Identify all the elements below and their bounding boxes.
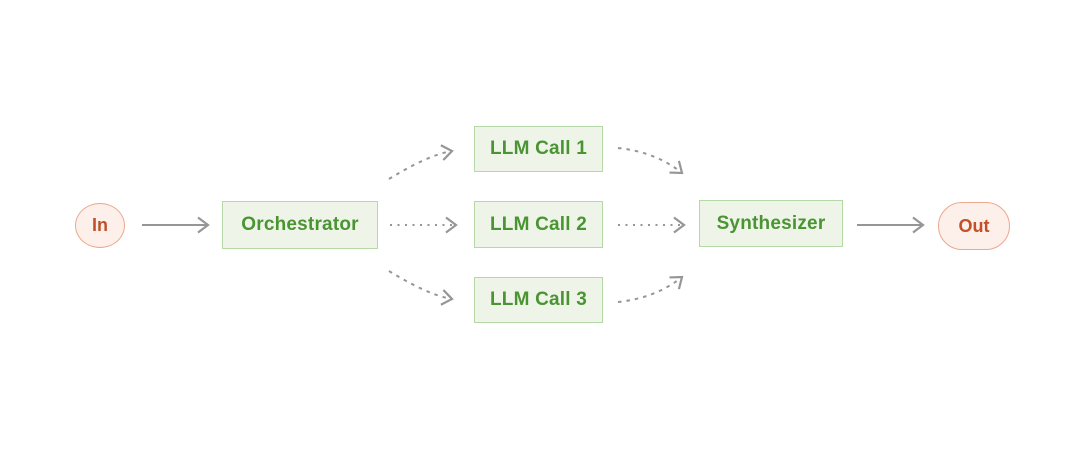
arrow-orchestrator-to-llm-call-3 — [388, 270, 454, 306]
node-orchestrator-label: Orchestrator — [241, 214, 359, 235]
node-in-label: In — [92, 215, 108, 235]
node-synthesizer: Synthesizer — [699, 200, 843, 247]
arrow-orchestrator-to-llm-call-1 — [388, 144, 454, 180]
node-out: Out — [938, 202, 1010, 250]
node-llm-call-3: LLM Call 3 — [474, 277, 603, 323]
node-synthesizer-label: Synthesizer — [716, 212, 826, 234]
arrow-llm-call-3-to-synthesizer — [617, 275, 684, 303]
node-llm-call-1-label: LLM Call 1 — [489, 138, 587, 159]
node-llm-call-3-label: LLM Call 3 — [489, 289, 587, 310]
node-llm-call-2-label: LLM Call 2 — [489, 213, 587, 235]
node-llm-call-2: LLM Call 2 — [474, 201, 603, 248]
node-in: In — [75, 203, 125, 248]
node-orchestrator: Orchestrator — [222, 201, 378, 249]
node-out-label: Out — [958, 215, 990, 236]
node-llm-call-1: LLM Call 1 — [474, 126, 603, 172]
arrow-llm-call-1-to-synthesizer — [617, 147, 684, 175]
